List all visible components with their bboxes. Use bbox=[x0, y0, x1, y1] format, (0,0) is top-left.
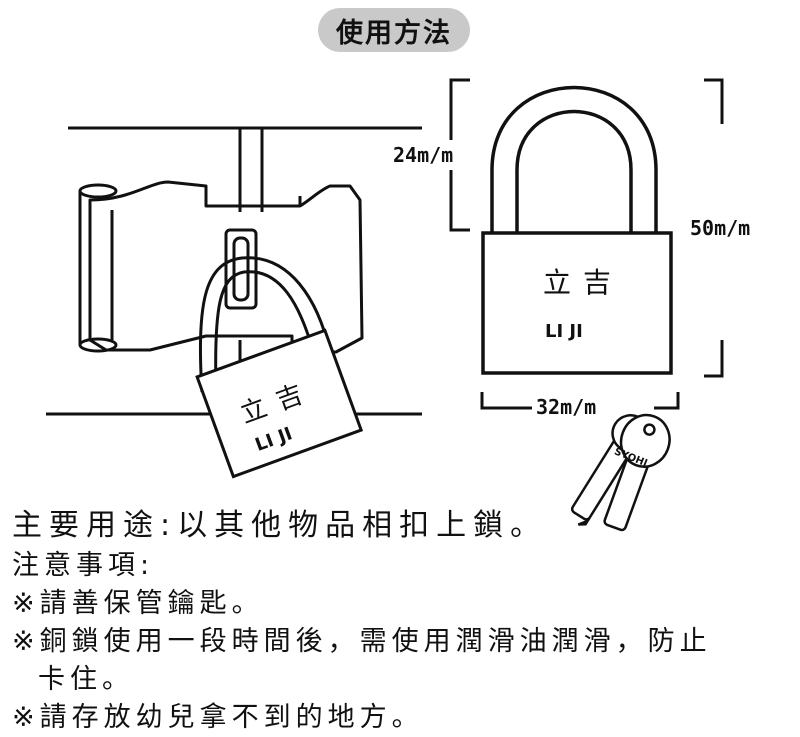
dim-body-width: 32m/m bbox=[536, 395, 596, 419]
dimension-brackets bbox=[449, 78, 724, 410]
note-lubricate-cont: 卡住。 bbox=[38, 664, 134, 695]
page-title: 使用方法 bbox=[318, 8, 470, 52]
lock-brand-cn: 立吉 bbox=[543, 266, 623, 299]
instructions: 主要用途:以其他物品相扣上鎖。 注意事項: ※請善保管鑰匙。 ※銅鎖使用一段時間… bbox=[12, 505, 800, 737]
notes-title: 注意事項: bbox=[12, 550, 155, 581]
hasp-illustration bbox=[46, 126, 422, 416]
hanging-padlock bbox=[195, 256, 364, 479]
main-use-text: 主要用途:以其他物品相扣上鎖。 bbox=[12, 508, 548, 543]
keys-illustration bbox=[570, 413, 671, 532]
lock-brand-en: LI JI bbox=[545, 321, 583, 342]
dim-shackle-width: 24m/m bbox=[393, 143, 453, 167]
note-keep-keys: ※請善保管鑰匙。 bbox=[12, 588, 264, 619]
note-children: ※請存放幼兒拿不到的地方。 bbox=[12, 702, 424, 733]
dimensioned-padlock bbox=[481, 85, 673, 375]
dim-height: 50m/m bbox=[690, 216, 750, 240]
note-lubricate: ※銅鎖使用一段時間後，需使用潤滑油潤滑，防止 bbox=[12, 626, 712, 657]
